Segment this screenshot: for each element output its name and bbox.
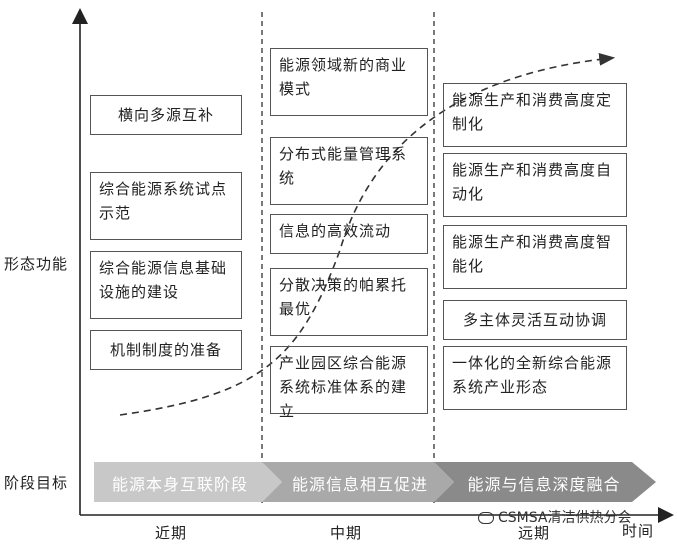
mid-item-5: 产业园区综合能源系统标准体系的建立 xyxy=(270,346,428,420)
far-item-2: 能源生产和消费高度自动化 xyxy=(443,153,627,217)
development-trend-curve xyxy=(119,52,616,416)
near-item-3: 综合能源信息基础设施的建设 xyxy=(90,251,242,319)
phase-arrow-far xyxy=(434,462,656,502)
wechat-icon xyxy=(478,512,494,524)
far-item-5: 一体化的全新综合能源系统产业形态 xyxy=(443,346,627,410)
watermark: CSMSA清洁供热分会 xyxy=(478,507,631,527)
phase-arrow-near xyxy=(94,462,282,502)
goal-label: 阶段目标 xyxy=(4,474,69,492)
near-item-1: 横向多源互补 xyxy=(90,95,242,135)
phase-label-mid: 能源信息相互促进 xyxy=(291,475,428,494)
period-label-near: 近期 xyxy=(155,524,188,542)
y-axis-label: 形态功能 xyxy=(4,255,69,273)
mid-item-1: 能源领域新的商业模式 xyxy=(270,48,428,116)
phase-label-far: 能源与信息深度融合 xyxy=(467,475,621,494)
watermark-text: CSMSA清洁供热分会 xyxy=(498,510,632,526)
period-label-far: 远期 xyxy=(518,524,551,542)
mid-item-3: 信息的高效流动 xyxy=(270,214,428,254)
far-item-1: 能源生产和消费高度定制化 xyxy=(443,83,627,147)
near-item-4: 机制制度的准备 xyxy=(90,330,242,370)
phase-label-near: 能源本身互联阶段 xyxy=(111,475,248,494)
near-item-2: 综合能源系统试点示范 xyxy=(90,172,242,240)
mid-item-4: 分散决策的帕累托最优 xyxy=(270,268,428,336)
period-label-mid: 中期 xyxy=(330,524,363,542)
phase-arrow-mid xyxy=(262,462,454,502)
x-axis-label: 时间 xyxy=(622,522,655,540)
far-item-3: 能源生产和消费高度智能化 xyxy=(443,225,627,289)
far-item-4: 多主体灵活互动协调 xyxy=(443,300,627,340)
mid-item-2: 分布式能量管理系统 xyxy=(270,137,428,205)
